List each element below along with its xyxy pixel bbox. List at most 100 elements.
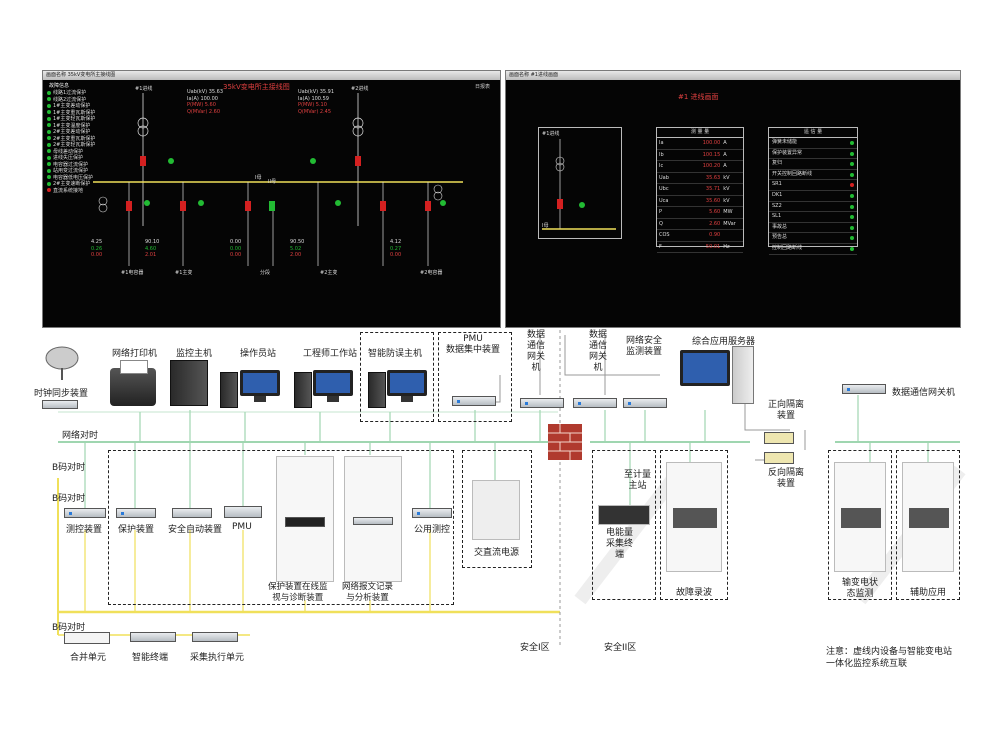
- gateway-right-device-icon: [842, 384, 886, 394]
- server-tower-icon: [170, 360, 208, 406]
- monitor-device-icon: [841, 508, 881, 528]
- status-dot-icon: [850, 225, 854, 230]
- zone-2-label: 安全II区: [604, 643, 637, 653]
- smart-terminal-label: 智能终端: [132, 653, 169, 663]
- legend-item-label: 站用变过流保护: [53, 168, 89, 174]
- status-dot-icon: [850, 204, 854, 209]
- feeder-value: 2.01: [145, 252, 157, 258]
- panel-title-bar: 画面名称 35kV变电所主接线图: [43, 71, 500, 80]
- signal-name: DK1: [772, 191, 783, 198]
- measurement-name: Ib: [659, 151, 664, 158]
- operator-stand: [254, 396, 266, 402]
- signal-row: 控制回路断线: [769, 244, 857, 255]
- gateway-right-label: 数据通信网关机: [892, 388, 956, 398]
- monitor-zone: [828, 450, 892, 600]
- feeder-value: 90.50: [290, 239, 305, 245]
- legend-item: 2#主变重瓦斯保护: [47, 136, 95, 143]
- legend-item-label: 2#主变轻瓦斯保护: [53, 142, 96, 148]
- operator-station-label: 操作员站: [240, 349, 277, 359]
- line-diagram-bus-label: I母: [542, 223, 549, 229]
- measurement-unit: kV: [723, 197, 730, 204]
- printer-icon: [110, 368, 156, 406]
- acq-exec-label: 采集执行单元: [190, 653, 245, 663]
- measurement-name: Ic: [659, 163, 664, 169]
- acdc-rack: [472, 480, 520, 540]
- signal-name: 复归: [772, 160, 783, 167]
- legend-item-label: 2#主变重瓦斯保护: [53, 135, 96, 142]
- legend-item-label: 直流系统接地: [53, 187, 84, 194]
- merging-unit-label: 合并单元: [70, 653, 107, 663]
- measurement-value: 5.60: [709, 209, 721, 215]
- signal-row: 保护装置异常: [769, 149, 857, 160]
- legend-item-label: 1#主变重瓦斯保护: [53, 109, 96, 116]
- legend-item: 2#主变轻瓦斯保护: [47, 142, 95, 149]
- status-dot-icon: [47, 123, 51, 127]
- main-wiring-panel: 画面名称 35kV变电所主接线图 日报表 35kV变电所主接线图 故障信息 线路…: [42, 70, 501, 328]
- status-dot-icon: [47, 103, 51, 108]
- feeder-label: #2电容器: [420, 270, 443, 276]
- measurement-name: F: [659, 243, 662, 250]
- legend-item: 线路2过流保护: [47, 97, 95, 104]
- gateway-b-label: 数据通信网关机: [588, 330, 607, 373]
- meter-rack: [598, 505, 650, 525]
- bcode-label-2: B码对时: [52, 494, 86, 504]
- legend-item-label: 线路1过流保护: [53, 90, 87, 96]
- status-dot-icon: [850, 215, 854, 220]
- anti-misop-zone: [360, 332, 434, 422]
- pmu-concentrator-device-icon: [452, 396, 496, 406]
- status-dot-icon: [850, 151, 854, 156]
- network-printer-label: 网络打印机: [112, 349, 158, 359]
- signal-header: 遥 信 量: [769, 128, 857, 138]
- signal-row: SL1: [769, 212, 857, 223]
- aux-rack: [902, 462, 954, 572]
- pmu-device-icon: [224, 506, 262, 518]
- engineer-stand: [327, 396, 339, 402]
- app-server-label: 综合应用服务器: [692, 337, 756, 347]
- feeder-value: 0.00: [230, 239, 242, 245]
- measurement-unit: A: [723, 163, 727, 169]
- signal-name: 控制回路断线: [772, 244, 803, 251]
- pmu-concentrator-label: PMU 数据集中装置: [446, 334, 501, 355]
- line-diagram: [542, 139, 616, 230]
- operator-monitor-icon: [240, 370, 280, 396]
- measure-ctrl-label: 测控装置: [66, 525, 103, 535]
- status-dot-icon: [850, 183, 854, 188]
- measurement-unit: kV: [723, 174, 730, 181]
- feeder-value: 90.10: [145, 239, 160, 245]
- aux-zone: [896, 450, 960, 600]
- status-dot-icon: [47, 116, 51, 121]
- measurement-value: Ia(A) 100.00: [187, 95, 218, 102]
- merging-unit-device-icon: [64, 632, 110, 644]
- security-monitor-label: 网络安全 监测装置: [626, 336, 663, 357]
- feeder-value: 0.00: [230, 245, 242, 252]
- pmu-zone: [438, 332, 512, 422]
- measurement-value: 35.63: [705, 174, 721, 181]
- net-msg-label: 网络报文记录 与分析装置: [342, 582, 394, 603]
- security-monitor-device-icon: [623, 398, 667, 408]
- feeder-value: 5.02: [290, 245, 302, 252]
- signal-name: SL1: [772, 213, 782, 220]
- feeder-label: #1电容器: [121, 270, 144, 276]
- measurement-value: Ia(A) 100.59: [298, 95, 329, 102]
- public-measure-device-icon: [412, 508, 452, 518]
- status-dot-icon: [47, 175, 51, 179]
- legend-item: 1#主变差动保护: [47, 103, 95, 110]
- measurement-unit: MVar: [723, 220, 736, 227]
- measurement-value: 100.00: [702, 140, 721, 146]
- legend-item-label: 电容器过流保护: [53, 161, 89, 168]
- measurement-name: Q: [659, 220, 663, 227]
- legend-item-label: 电容器低电压保护: [53, 174, 94, 181]
- prot-monitor-device-icon: [285, 517, 325, 527]
- close-report-button[interactable]: 日报表: [475, 84, 491, 90]
- fault-record-zone: [660, 450, 728, 600]
- status-dot-icon: [47, 168, 51, 173]
- signal-row: 复归: [769, 159, 857, 170]
- signal-row: SZ2: [769, 202, 857, 213]
- feeder-value: 4.25: [91, 239, 103, 245]
